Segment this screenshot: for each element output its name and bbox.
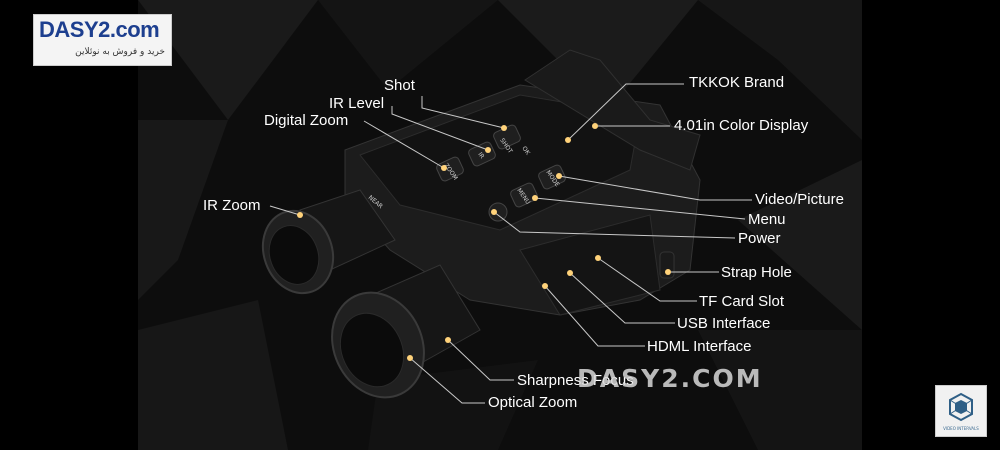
dot-hdml xyxy=(542,283,548,289)
dot-strap xyxy=(665,269,671,275)
callout-tf-card-slot: TF Card Slot xyxy=(699,293,785,310)
dot-power xyxy=(491,209,497,215)
device-ir-marking: IR xyxy=(476,151,485,160)
leader-brand xyxy=(567,83,684,141)
dot-usb xyxy=(567,270,573,276)
dot-tf xyxy=(595,255,601,261)
device-ok-marking: OK xyxy=(520,145,531,157)
leader-ir-zoom xyxy=(269,205,301,216)
dot-optical xyxy=(407,355,413,361)
callout-tkkok-brand: TKKOK Brand xyxy=(689,74,785,91)
dot-shot xyxy=(501,125,507,131)
site-logo: DASY2.com خرید و فروش به نوئلاین xyxy=(33,14,172,66)
callout-menu: Menu xyxy=(748,211,786,228)
dot-ir-zoom xyxy=(297,212,303,218)
callout-sharpness-focus: Sharpness Focus xyxy=(517,372,634,389)
site-watermark: DASY2.COM xyxy=(577,364,763,393)
leader-usb xyxy=(569,272,675,324)
leader-hdml xyxy=(544,285,645,347)
background-panel xyxy=(138,0,862,450)
badge-text: VIDEO INTERVALS xyxy=(943,426,979,431)
logo-text: DASY2.com xyxy=(39,17,160,42)
leader-digital-zoom xyxy=(363,120,445,169)
leader-video xyxy=(558,175,752,201)
leader-tf xyxy=(597,257,697,302)
dot-video xyxy=(556,173,562,179)
upper-lens xyxy=(261,189,396,295)
dot-display xyxy=(592,123,598,129)
callout-ir-level: IR Level xyxy=(329,95,385,112)
callout-video-picture: Video/Picture xyxy=(755,191,844,208)
callout-color-display: 4.01in Color Display xyxy=(674,117,809,134)
callout-hdml-interface: HDML Interface xyxy=(647,338,752,355)
callout-optical-zoom: Optical Zoom xyxy=(488,394,578,411)
channel-badge: VIDEO INTERVALS xyxy=(935,385,987,437)
leader-ir-level xyxy=(391,106,489,151)
dot-menu xyxy=(532,195,538,201)
callout-strap-hole: Strap Hole xyxy=(721,264,792,281)
dot-brand xyxy=(565,137,571,143)
callout-shot: Shot xyxy=(384,77,415,94)
callout-digital-zoom: Digital Zoom xyxy=(264,112,349,129)
callout-usb-interface: USB Interface xyxy=(677,315,771,332)
leader-sharpness xyxy=(447,339,514,381)
leader-menu xyxy=(534,197,746,220)
dot-ir-level xyxy=(485,147,491,153)
dot-digital-zoom xyxy=(441,165,447,171)
leader-power xyxy=(493,211,736,239)
leader-optical xyxy=(409,357,485,404)
dot-sharpness xyxy=(445,337,451,343)
lower-lens xyxy=(331,264,481,399)
callout-power: Power xyxy=(738,230,781,247)
hexagon-logo-icon xyxy=(949,392,973,422)
leader-shot xyxy=(421,96,505,129)
logo-subtitle: خرید و فروش به نوئلاین xyxy=(75,47,165,57)
callout-ir-zoom: IR Zoom xyxy=(203,197,261,214)
